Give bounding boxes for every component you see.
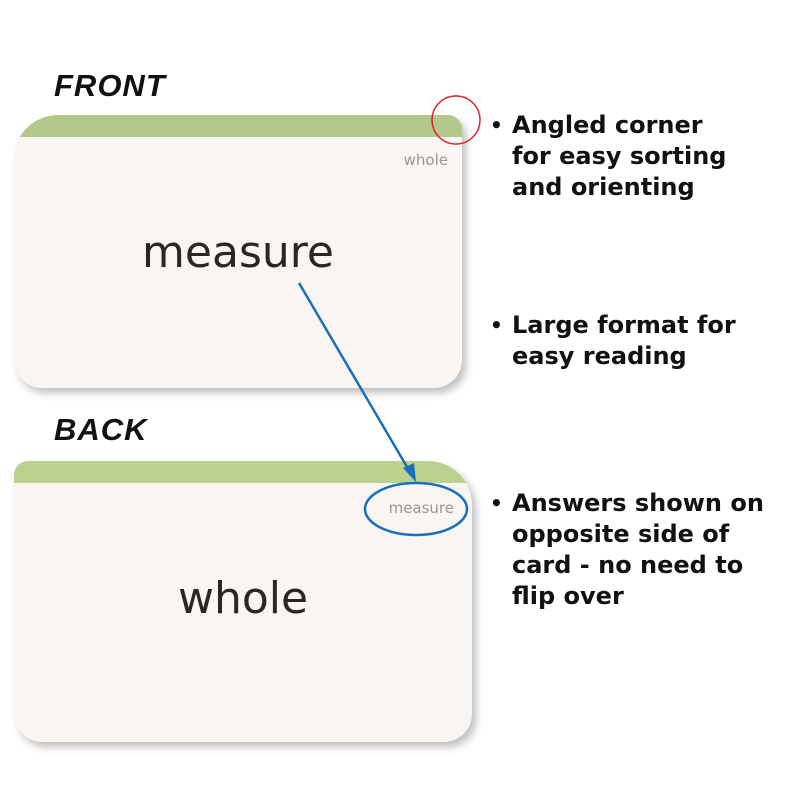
feature-item: • Angled corner for easy sorting and ori… (490, 110, 790, 203)
bullet-icon: • (490, 491, 503, 515)
back-label: BACK (54, 412, 148, 447)
front-main-word: measure (142, 227, 334, 278)
front-card: whole measure (14, 115, 462, 388)
feature-item: • Large format for easy reading (490, 310, 790, 372)
bullet-icon: • (490, 113, 503, 137)
feature-text: Answers shown on opposite side of card -… (512, 489, 764, 610)
bullet-icon: • (490, 313, 503, 337)
feature-text: Angled corner for easy sorting and orien… (512, 111, 727, 201)
feature-text: Large format for easy reading (512, 311, 736, 370)
back-main-word: whole (177, 573, 309, 624)
front-corner-word: whole (403, 151, 448, 169)
highlight-circle-icon (431, 95, 481, 145)
front-label: FRONT (54, 68, 166, 103)
back-corner-word: measure (388, 499, 454, 517)
highlight-ellipse-icon (363, 481, 469, 537)
feature-item: • Answers shown on opposite side of card… (490, 488, 790, 612)
front-card-band (14, 115, 462, 137)
back-card-band (14, 461, 472, 483)
arrow-line (297, 282, 412, 473)
back-card: measure whole (14, 461, 472, 742)
arrow-head-icon (403, 463, 416, 482)
